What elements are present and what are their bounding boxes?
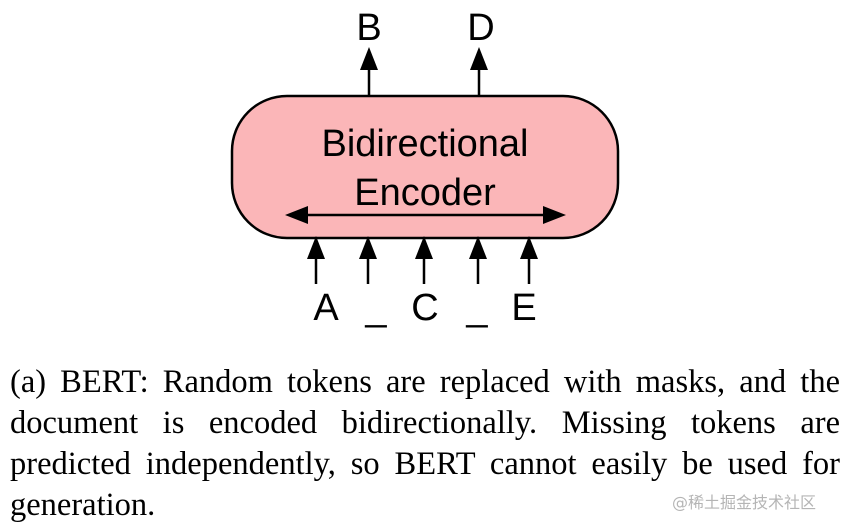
output-arrowhead-b (360, 47, 378, 70)
encoder-label-line1: Bidirectional (322, 123, 529, 165)
input-token-c: C (411, 287, 438, 329)
bert-diagram: B D Bidirectional Encoder A _ C _ E (230, 7, 620, 329)
input-token-a: A (313, 287, 339, 329)
input-token-mask1: _ (364, 287, 387, 329)
watermark: @稀土掘金技术社区 (672, 493, 817, 512)
output-token-d: D (467, 7, 494, 49)
figure-caption: (a) BERT: Random tokens are replaced wit… (10, 364, 840, 523)
output-token-b: B (356, 7, 381, 49)
bidirectional-arrow (285, 206, 566, 224)
input-token-e: E (511, 287, 536, 329)
output-arrows (360, 47, 488, 95)
input-token-mask2: _ (465, 287, 488, 329)
input-arrows (307, 236, 538, 284)
encoder-label-line2: Encoder (354, 172, 496, 214)
encoder-box (230, 94, 620, 240)
output-arrowhead-d (470, 47, 488, 70)
